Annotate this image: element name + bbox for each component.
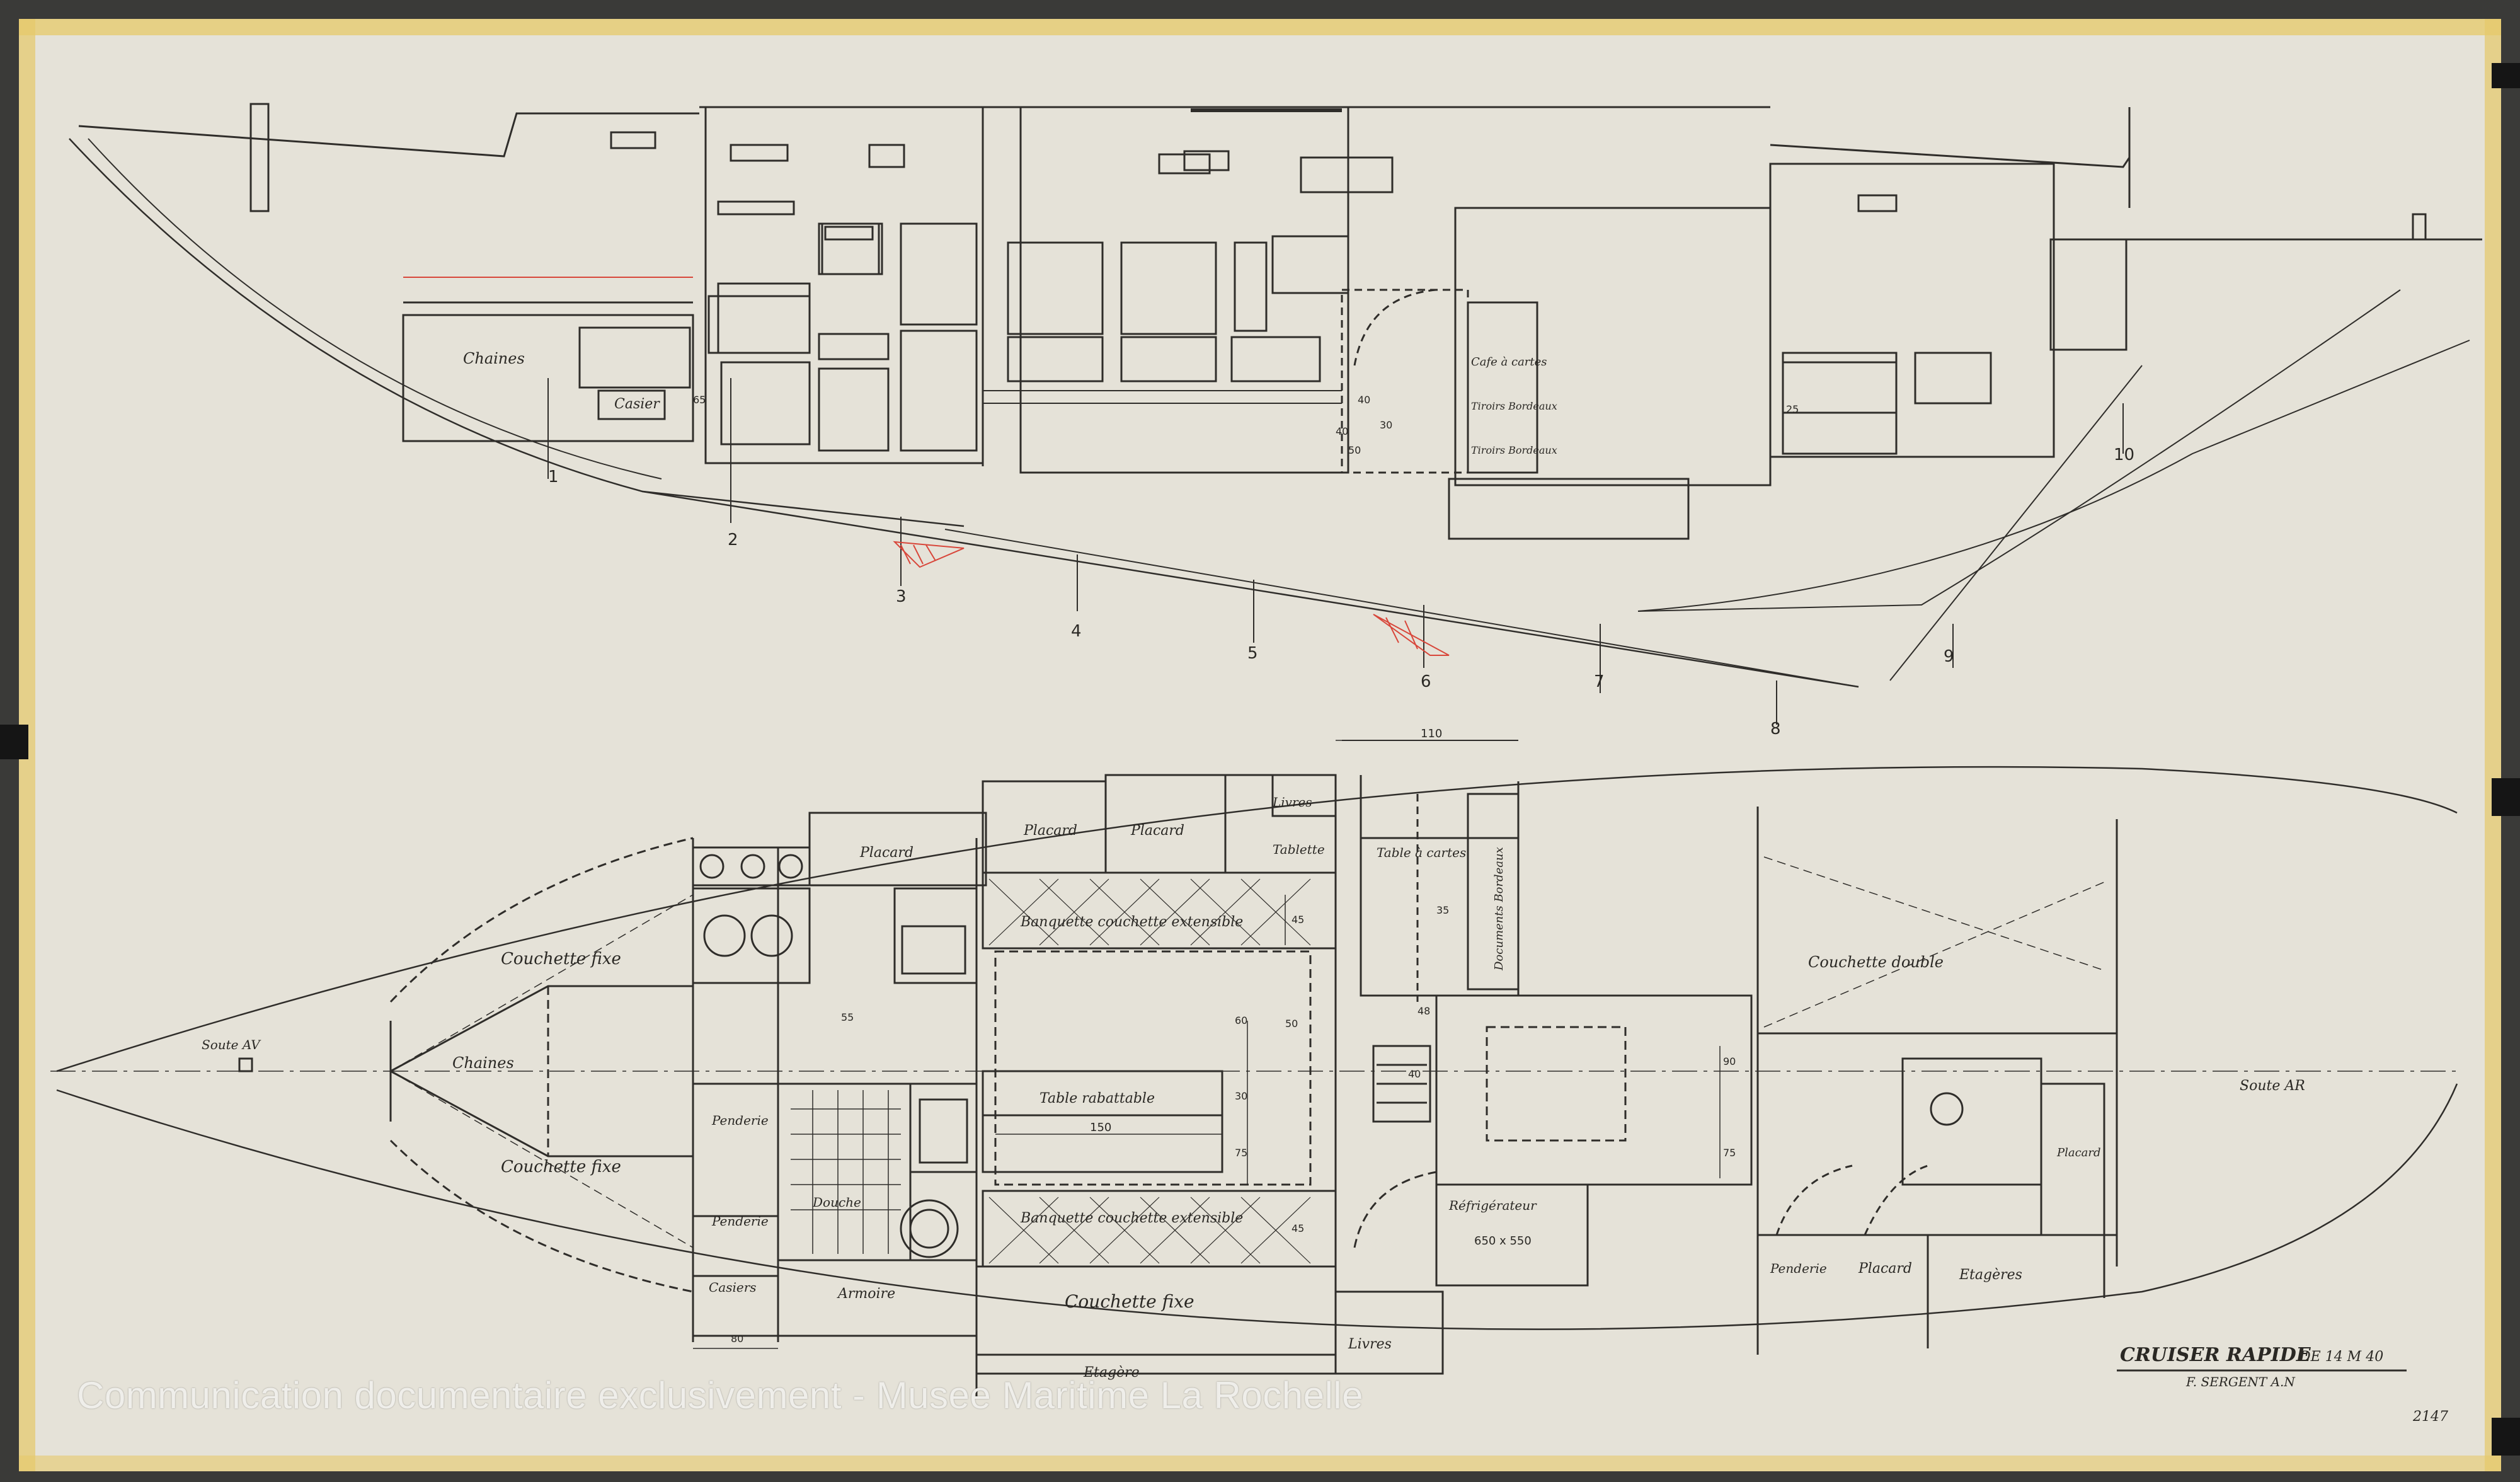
- clip-right-1: [2492, 778, 2520, 816]
- label-tiroir-2: Tiroirs Bordeaux: [1471, 444, 1557, 456]
- plan-size: DE 14 M 40: [2299, 1349, 2383, 1365]
- watermark-caption: Communication documentaire exclusivement…: [77, 1374, 1364, 1416]
- label-banquette-1: Banquette couchette extensible: [1020, 914, 1243, 930]
- label-etagere: Etagère: [1083, 1365, 1140, 1381]
- station-5: 5: [1247, 644, 1258, 663]
- tape-bottom: [19, 1456, 2501, 1471]
- plan-labels: Soute AV Soute AR Chaines Couchette fixe…: [202, 795, 2305, 1381]
- dim-sec-2: 50: [1348, 444, 1361, 456]
- station-4: 4: [1071, 622, 1082, 641]
- label-placard-5: Placard: [1858, 1261, 1912, 1277]
- sheet-number: 2147: [2412, 1409, 2448, 1425]
- plan-designer: F. SERGENT A.N: [2185, 1374, 2296, 1389]
- dim-50: 50: [1285, 1018, 1298, 1030]
- dim-table-length: 150: [1090, 1121, 1111, 1134]
- label-casiers: Casiers: [709, 1280, 757, 1295]
- label-etageres: Etagères: [1959, 1267, 2022, 1283]
- label-chaines-plan: Chaines: [452, 1054, 514, 1072]
- label-couchette-fixe-1: Couchette fixe: [501, 950, 621, 968]
- dim-sec-4: 25: [1786, 403, 1799, 415]
- tape-top: [19, 19, 2501, 35]
- dim-45-b: 45: [1292, 1222, 1304, 1234]
- shower-tiles: [791, 1090, 901, 1254]
- label-cafe-cartes: Cafe à cartes: [1471, 355, 1547, 369]
- label-placard-2: Placard: [1023, 823, 1077, 839]
- plan-title: CRUISER RAPIDE: [2120, 1344, 2311, 1366]
- ink-lines: [50, 103, 2482, 1399]
- dim-sec-3: 40: [1358, 394, 1370, 406]
- label-douche: Douche: [812, 1195, 861, 1210]
- label-penderie-3: Penderie: [1770, 1261, 1827, 1276]
- label-casier: Casier: [614, 396, 660, 412]
- dim-top-width: 110: [1421, 727, 1442, 740]
- label-couchette-double: Couchette double: [1808, 953, 1944, 971]
- label-tablette: Tablette: [1273, 842, 1325, 857]
- station-6: 6: [1421, 672, 1431, 691]
- station-numbers: 1 2 3 4 5 6 7 8 9 10: [548, 445, 2134, 738]
- dim-80: 80: [731, 1333, 743, 1345]
- dim-sec-6: 40: [1336, 425, 1348, 437]
- dim-45-a: 45: [1292, 914, 1304, 926]
- label-table-a-cartes: Table à cartes: [1377, 845, 1466, 860]
- dim-75-a: 75: [1235, 1147, 1247, 1159]
- dim-48: 48: [1418, 1005, 1430, 1017]
- label-armoire: Armoire: [837, 1286, 895, 1302]
- label-couchette-fixe-2: Couchette fixe: [501, 1157, 621, 1176]
- label-refrigerateur: Réfrigérateur: [1448, 1198, 1537, 1213]
- label-documents: Documents Bordeaux: [1492, 847, 1506, 971]
- clip-right-2: [2492, 1418, 2520, 1456]
- dim-sec-1: 65: [693, 394, 706, 406]
- plan-dimensions: 110 150 55 45 45 60 50 30 75 75 90 80 35…: [731, 727, 1736, 1345]
- station-10: 10: [2114, 445, 2134, 464]
- dim-75-b: 75: [1723, 1147, 1736, 1159]
- label-placard-1: Placard: [859, 845, 914, 861]
- dim-60: 60: [1235, 1014, 1247, 1026]
- label-chaines-section: Chaines: [463, 350, 525, 367]
- label-soute-av: Soute AV: [202, 1037, 261, 1052]
- label-placard-4: Placard: [2056, 1146, 2101, 1159]
- dim-55: 55: [841, 1011, 854, 1023]
- clip-right-0: [2492, 63, 2520, 88]
- clip-left: [0, 725, 28, 759]
- label-livres-2: Livres: [1348, 1336, 1392, 1352]
- label-soute-ar: Soute AR: [2240, 1078, 2305, 1094]
- title-block: CRUISER RAPIDE DE 14 M 40 F. SERGENT A.N…: [2117, 1344, 2448, 1425]
- dim-sec-5: 30: [1380, 419, 1392, 431]
- label-fridge-size: 650 x 550: [1474, 1234, 1532, 1248]
- station-8: 8: [1770, 720, 1781, 738]
- red-hatches: [893, 541, 1450, 656]
- station-9: 9: [1944, 647, 1954, 666]
- label-tiroir-1: Tiroirs Bordeaux: [1471, 400, 1557, 412]
- label-penderie-1: Penderie: [711, 1113, 769, 1128]
- dim-40: 40: [1408, 1068, 1421, 1080]
- station-7: 7: [1594, 672, 1605, 691]
- label-livres-1: Livres: [1272, 795, 1312, 810]
- label-couchette-fixe-3: Couchette fixe: [1065, 1291, 1194, 1312]
- paper: [19, 19, 2501, 1471]
- section-labels: Chaines Casier Cafe à cartes Tiroirs Bor…: [463, 350, 1799, 456]
- dim-90: 90: [1723, 1055, 1736, 1067]
- label-penderie-2: Penderie: [711, 1214, 769, 1229]
- section-view: [69, 103, 2482, 725]
- label-table-rabattable: Table rabattable: [1040, 1091, 1155, 1106]
- tape-right: [2485, 19, 2501, 1471]
- station-1: 1: [548, 468, 559, 486]
- settee-hatching: [988, 878, 1311, 1264]
- dim-35: 35: [1436, 904, 1449, 916]
- dim-30: 30: [1235, 1090, 1247, 1102]
- station-3: 3: [896, 587, 907, 606]
- label-banquette-2: Banquette couchette extensible: [1020, 1210, 1243, 1226]
- plan-view: [50, 740, 2458, 1399]
- station-2: 2: [728, 531, 738, 549]
- label-placard-3: Placard: [1130, 823, 1184, 839]
